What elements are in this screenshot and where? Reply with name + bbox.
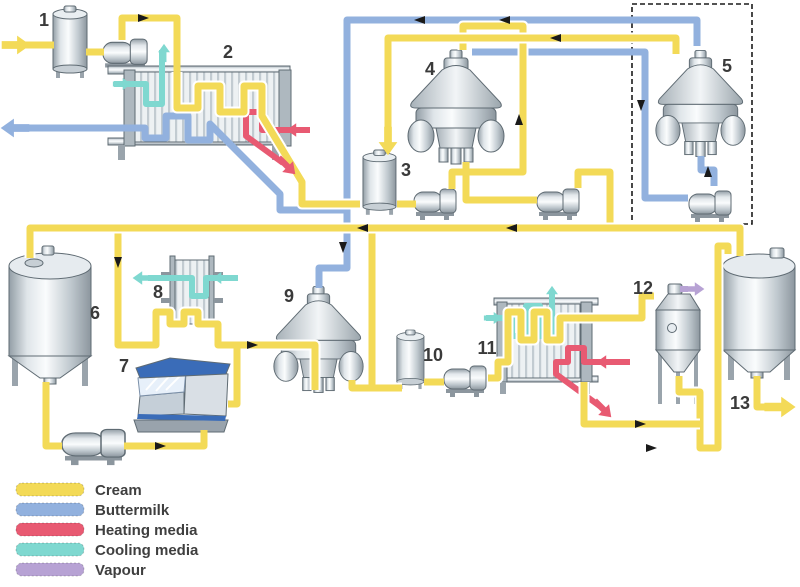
cream-line-separator-9-outlet: [348, 380, 372, 392]
equipment-number-4: 4: [425, 59, 435, 79]
vacuum-vessel-12: [654, 283, 701, 404]
cream-line-tank-13-outlet: [753, 376, 766, 411]
equipment-number-7: 7: [119, 356, 129, 376]
legend-label-heating-media: Heating media: [95, 522, 198, 539]
legend-swatch-vapour: [15, 562, 85, 577]
cream-line-phe-11-bypass-loop: [580, 382, 700, 428]
pump-after-tank-3: [413, 188, 457, 221]
legend-row-buttermilk: Buttermilk: [15, 502, 170, 519]
equipment-number-8: 8: [153, 282, 163, 302]
legend-swatch-heating-media: [15, 522, 85, 537]
cream-line-machine-7-outlet: [228, 345, 241, 408]
cream-line-phe-2-weave: [173, 72, 360, 208]
equipment-number-12: 12: [633, 278, 653, 298]
tank-3-buffer-tank: [362, 149, 397, 216]
equipment-number-3: 3: [401, 160, 411, 180]
equipment-number-2: 2: [223, 42, 233, 62]
equipment-number-11: 11: [477, 338, 496, 358]
cream-line-pump-to-main: [574, 168, 614, 224]
equipment-number-5: 5: [722, 56, 732, 76]
legend-label-cream: Cream: [95, 482, 142, 499]
tank-6-cream-tank: [7, 245, 93, 386]
equipment-number-1: 1: [39, 10, 49, 30]
buttermilk-line-return-from-separator-5: [315, 16, 701, 288]
legend-label-buttermilk: Buttermilk: [95, 502, 170, 519]
cream-line-return-from-separator-5: [384, 34, 680, 130]
legend-row-cream: Cream: [15, 482, 142, 499]
equipment-number-10: 10: [423, 345, 443, 365]
legend-label-vapour: Vapour: [95, 562, 146, 579]
cream-line-tank-6-to-pump: [42, 382, 62, 450]
legend-row-heating-media: Heating media: [15, 522, 198, 539]
cream-line-vessel-12-to-tank-13: [675, 242, 732, 452]
legend-swatch-cream: [15, 482, 85, 497]
legend-swatch-buttermilk: [15, 502, 85, 517]
equipment-number-9: 9: [284, 286, 294, 306]
pump-after-separator-4: [536, 188, 580, 221]
cream-line-pump-to-separator-4: [448, 22, 527, 189]
buttermilk-line-phe-2-outlet: [8, 112, 347, 214]
cream-line-pump-to-phe-2: [118, 14, 181, 72]
tank-1-balance-tank: [52, 5, 88, 79]
legend-label-cooling-media: Cooling media: [95, 542, 199, 559]
cream-line-main-header: [26, 224, 744, 258]
tank-10-buffer-tank: [396, 329, 425, 390]
tank-13-final-cream-tank: [721, 247, 797, 380]
cooling-line-cooler-8: [148, 275, 238, 299]
heating-line-phe-11: [553, 345, 630, 410]
cream-line-separator-4-outlet: [462, 162, 537, 204]
butter-machine-7: [133, 357, 231, 433]
buttermilk-line-separator-4-to-box-5: [472, 48, 688, 202]
equipment-number-6: 6: [90, 303, 100, 323]
cream-line-to-cooler-8-and-separator-9: [114, 232, 319, 390]
legend-row-vapour: Vapour: [15, 562, 146, 579]
pump-after-tank-6: [61, 428, 126, 466]
legend-row-cooling-media: Cooling media: [15, 542, 199, 559]
legend-swatch-cooling-media: [15, 542, 85, 557]
cream-line-phe-11-to-vessel-12: [488, 292, 654, 382]
equipment-number-13: 13: [730, 393, 750, 413]
cooling-line-phe-2: [114, 50, 165, 107]
pump-after-tank-10: [443, 365, 487, 398]
legend: Cream Buttermilk Heating media Cooling m…: [15, 482, 199, 579]
pump-in-box-5: [688, 190, 732, 223]
cream-line-pump-to-machine-7: [124, 430, 208, 450]
